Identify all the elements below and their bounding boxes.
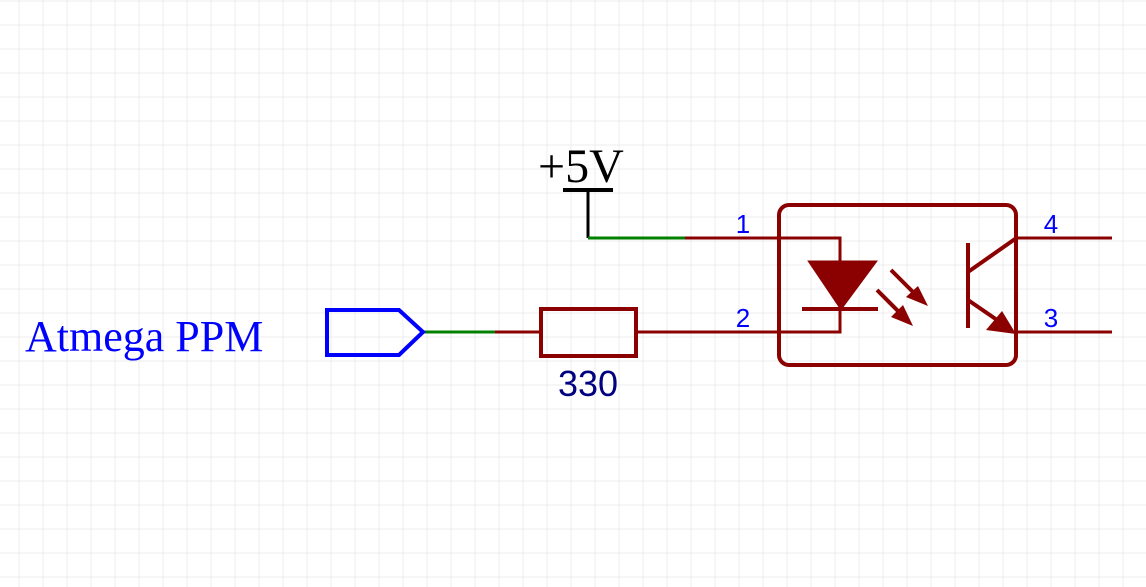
pin-4-label: 4 xyxy=(1044,209,1058,239)
net-label: Atmega PPM xyxy=(25,312,263,361)
resistor-value: 330 xyxy=(558,363,618,404)
net-port-shape xyxy=(325,308,426,357)
led-triangle-icon xyxy=(807,260,878,311)
pin-3-label: 3 xyxy=(1044,303,1058,333)
optocoupler-body xyxy=(777,203,1018,367)
resistor-body xyxy=(539,307,638,358)
pin-2-label: 2 xyxy=(736,303,750,333)
power-label: +5V xyxy=(538,140,624,193)
transistor-emitter xyxy=(966,298,1002,324)
resistor-r1[interactable]: 330 xyxy=(495,307,780,404)
net-port-atmega-ppm[interactable]: Atmega PPM xyxy=(25,308,426,361)
optocoupler[interactable]: 1 2 4 3 xyxy=(685,203,1112,367)
power-symbol-5v[interactable]: +5V xyxy=(538,140,624,238)
transistor-collector xyxy=(966,237,1017,274)
light-arrowhead-2 xyxy=(891,305,913,326)
emitter-arrow-icon xyxy=(986,311,1016,334)
pin-1-label: 1 xyxy=(736,209,750,239)
light-arrowhead-1 xyxy=(906,286,928,306)
